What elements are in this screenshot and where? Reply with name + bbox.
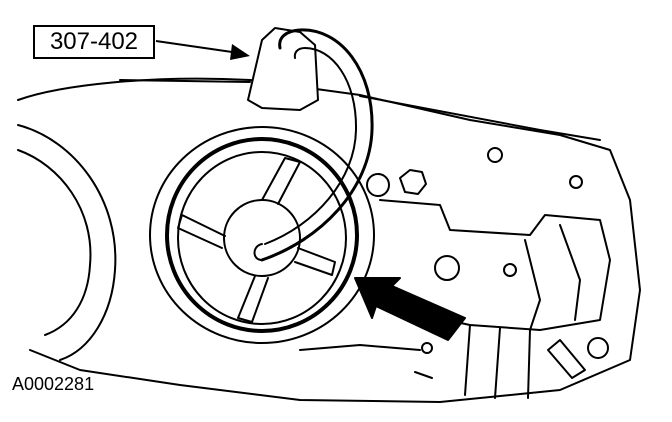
tool-handle-tip bbox=[253, 243, 263, 261]
tool-leader bbox=[155, 40, 250, 60]
linkage bbox=[547, 339, 586, 379]
left-bore bbox=[17, 124, 117, 361]
bolt-6 bbox=[569, 175, 583, 189]
valve-body-detail bbox=[464, 224, 581, 399]
valve-body bbox=[379, 199, 611, 331]
bolt-2 bbox=[399, 169, 427, 195]
tool-handle-outer bbox=[260, 28, 374, 262]
seal-hub bbox=[223, 199, 301, 277]
arrow-icon bbox=[354, 277, 466, 341]
seal-lip bbox=[177, 151, 347, 325]
seal-bore-outer bbox=[149, 126, 375, 344]
tool-bracket bbox=[247, 27, 319, 111]
figure-id: A0002281 bbox=[12, 374, 95, 394]
bolt-4 bbox=[503, 263, 517, 277]
bolt-3 bbox=[434, 255, 460, 281]
bolt-5 bbox=[487, 147, 503, 163]
case-top-ridge bbox=[119, 79, 601, 141]
seal-spoke-top bbox=[261, 157, 301, 205]
tool-number-label: 307-402 bbox=[49, 28, 139, 55]
left-bore-inner bbox=[17, 149, 92, 336]
bolt-8 bbox=[587, 337, 609, 359]
lower-flange bbox=[299, 344, 433, 379]
seal-spoke-bottom bbox=[237, 275, 269, 323]
seal-spoke-right bbox=[294, 247, 336, 276]
case-outline bbox=[17, 77, 641, 403]
bolt-1 bbox=[366, 173, 390, 197]
tool-number-callout: 307-402 bbox=[33, 25, 155, 59]
bolt-7 bbox=[421, 342, 433, 354]
seal-spoke-left bbox=[177, 214, 226, 249]
seal-ring bbox=[165, 137, 359, 333]
tool-handle-inner bbox=[264, 47, 358, 245]
